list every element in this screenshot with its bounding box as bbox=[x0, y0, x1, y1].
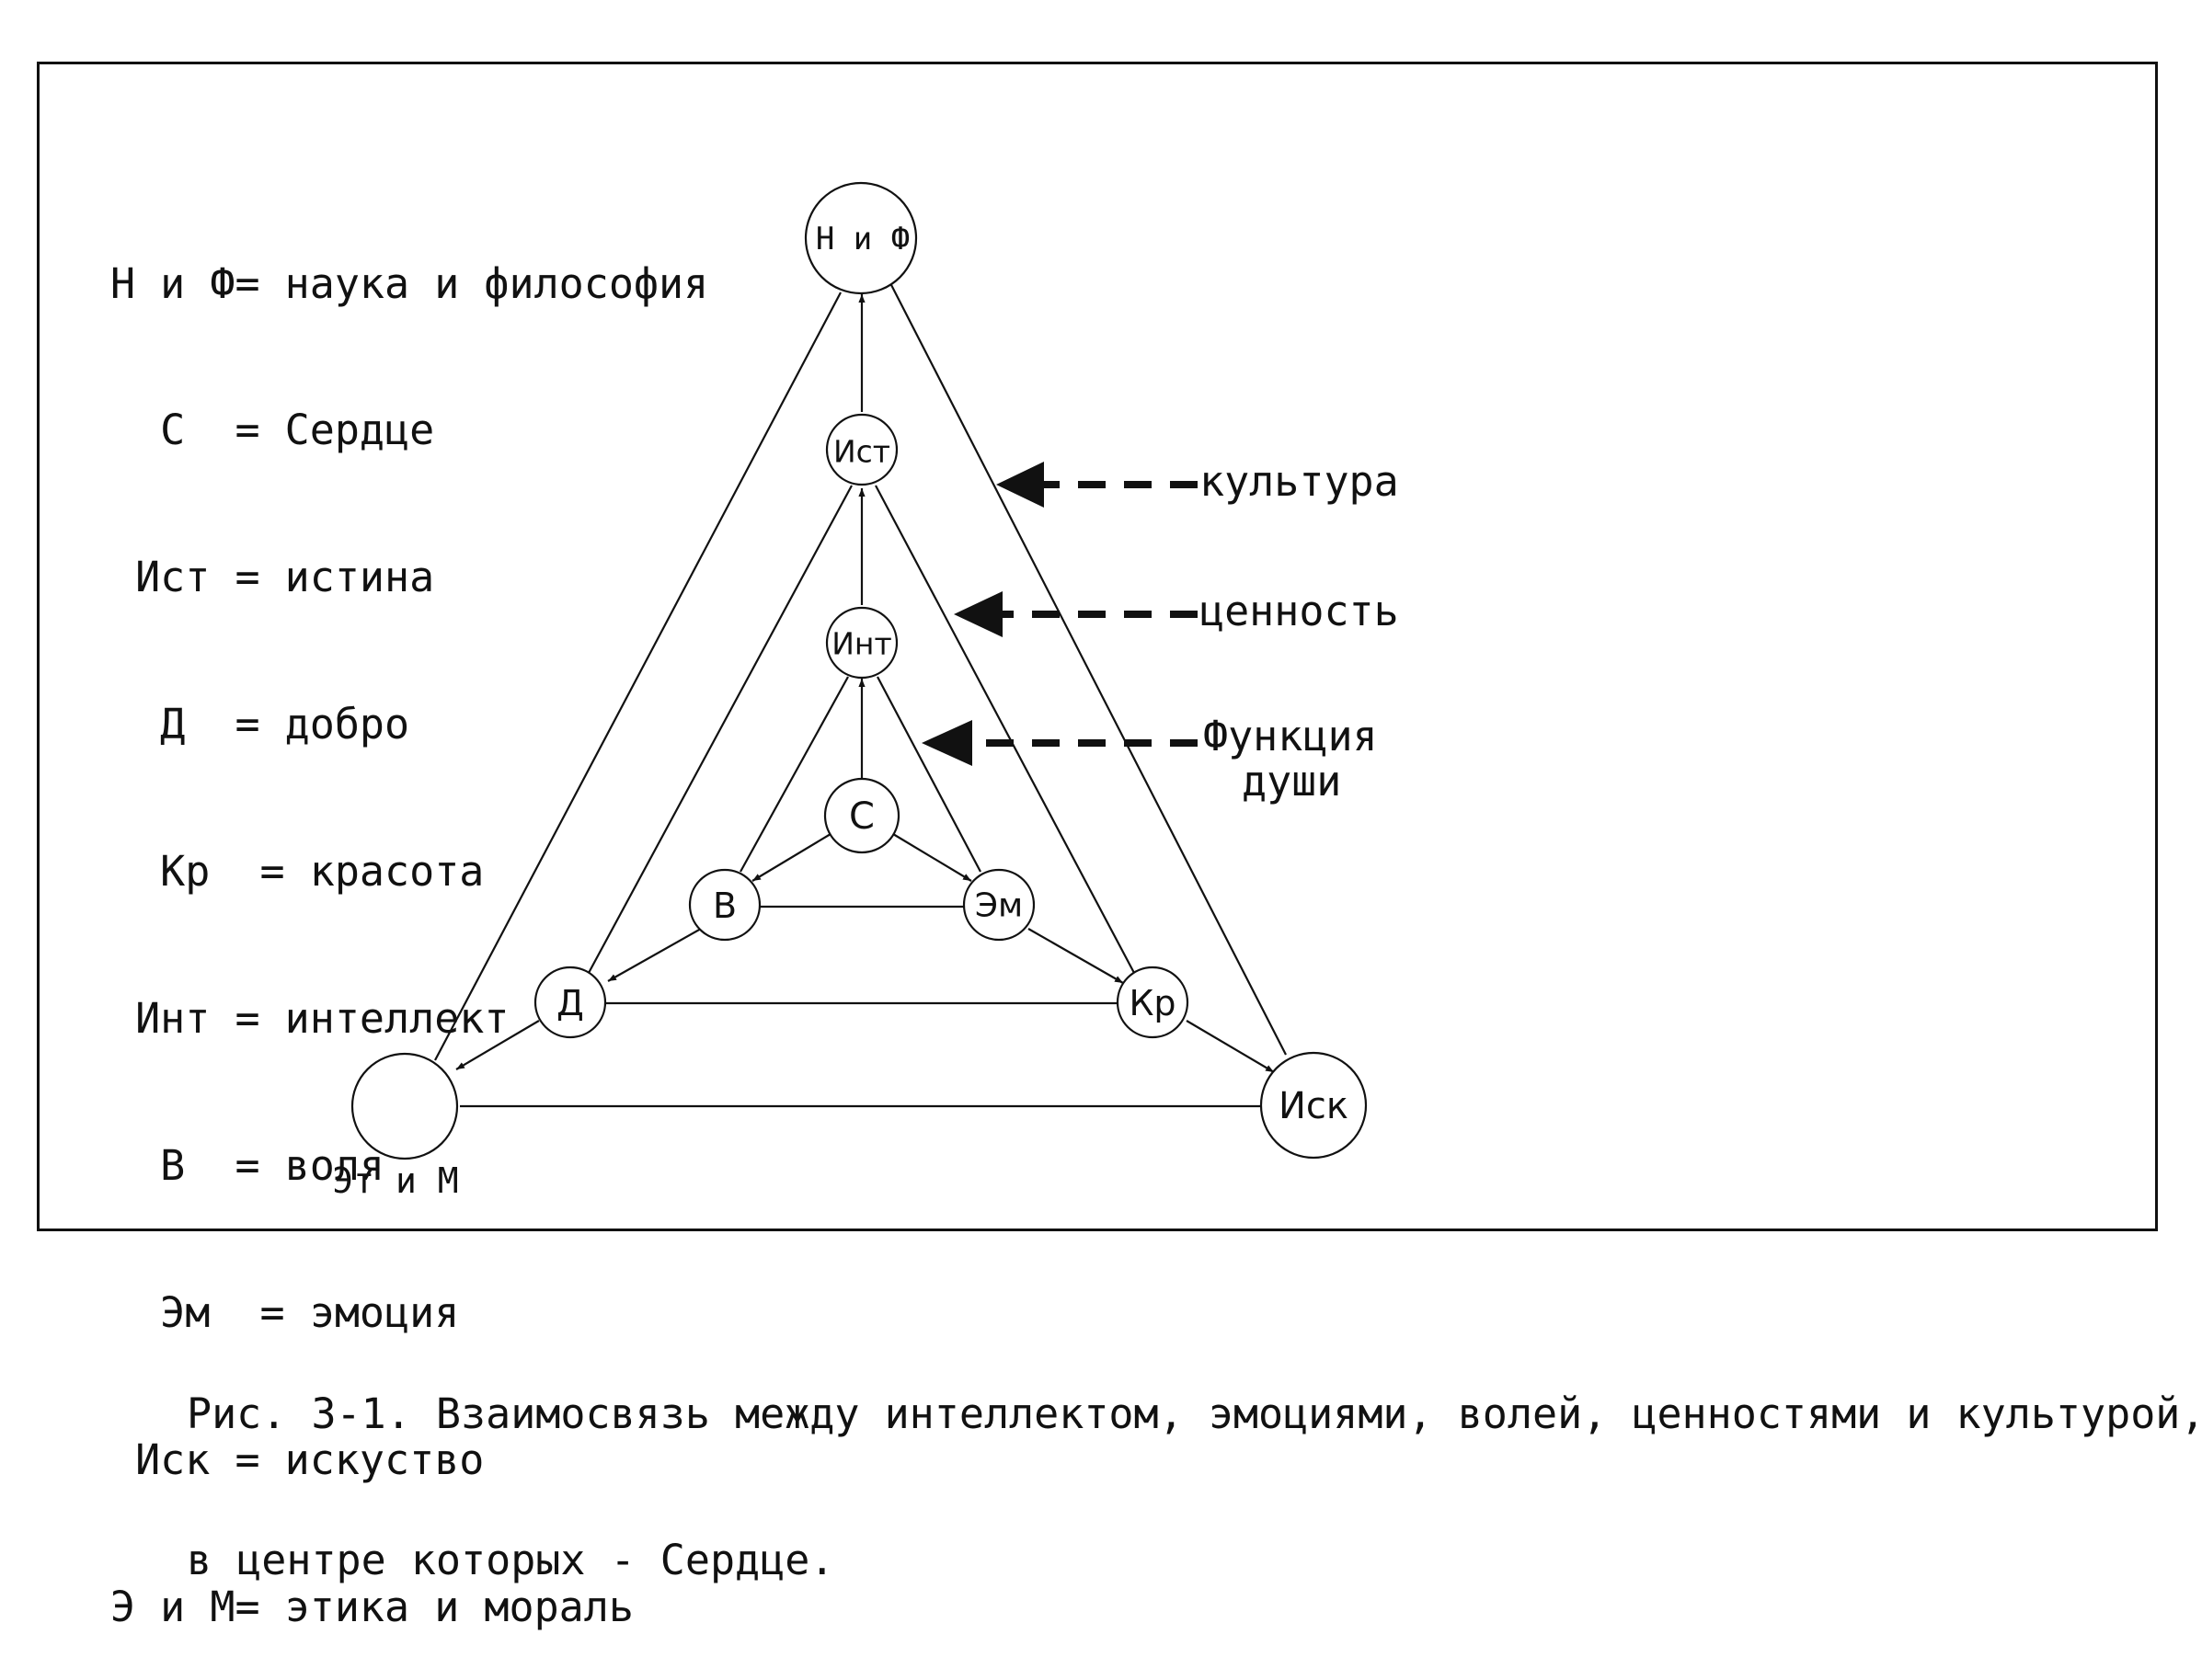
pointer-head-funkciya bbox=[922, 720, 972, 766]
arrow-s-em bbox=[892, 833, 972, 882]
legend-row-kr: Кр = красота bbox=[110, 847, 485, 897]
pointer-label-funkciya-2: души bbox=[1242, 757, 1341, 806]
node-label-s: С bbox=[849, 795, 875, 838]
node-s bbox=[823, 777, 900, 854]
node-label-isk: Иск bbox=[1279, 1085, 1348, 1127]
edge-nif-etim bbox=[434, 291, 842, 1061]
caption-line-1: Рис. 3-1. Взаимосвязь между интеллектом,… bbox=[187, 1389, 2202, 1438]
legend-row-v: В = воля bbox=[110, 1140, 385, 1190]
node-em bbox=[962, 868, 1036, 942]
arrow-kr-isk bbox=[1186, 1020, 1275, 1073]
legend-row-s: С = Сердце bbox=[110, 406, 435, 455]
figure-frame bbox=[37, 62, 2158, 1231]
edge-ist-d bbox=[588, 485, 853, 974]
node-label-ist: Ист bbox=[833, 434, 890, 470]
node-etim bbox=[350, 1052, 459, 1160]
node-label-nif: Н и Ф bbox=[816, 221, 910, 257]
node-label-etim: Эт и М bbox=[332, 1160, 458, 1201]
legend-row-em: Эм = эмоция bbox=[110, 1287, 460, 1337]
node-v bbox=[688, 868, 762, 942]
legend-row-int: Инт = интеллект bbox=[110, 994, 510, 1044]
edge-nif-isk bbox=[888, 279, 1287, 1056]
node-label-kr: Кр bbox=[1129, 983, 1176, 1023]
node-isk bbox=[1259, 1051, 1368, 1160]
node-nif bbox=[804, 181, 918, 295]
edge-int-em bbox=[877, 676, 981, 873]
node-kr bbox=[1116, 966, 1189, 1039]
arrow-s-v bbox=[751, 833, 831, 882]
arrow-d-etim bbox=[455, 1020, 540, 1070]
edge-ist-kr bbox=[875, 485, 1135, 974]
legend-row-d: Д = добро bbox=[110, 700, 410, 749]
node-int bbox=[825, 606, 899, 680]
node-label-d: Д bbox=[556, 983, 584, 1023]
arrow-em-kr bbox=[1027, 928, 1124, 984]
figure-caption: Рис. 3-1. Взаимосвязь между интеллектом,… bbox=[187, 1292, 2202, 1633]
node-label-v: В bbox=[713, 886, 737, 926]
legend-row-ist: Ист = истина bbox=[110, 553, 435, 602]
node-d bbox=[533, 966, 607, 1039]
pointer-label-kultura: культура bbox=[1199, 457, 1399, 506]
arrow-v-d bbox=[607, 928, 702, 982]
node-label-em: Эм bbox=[975, 887, 1023, 925]
pointer-label-funkciya-1: Функция bbox=[1203, 712, 1378, 760]
triangle-diagram: Н и Ф Ист Инт С В Эм Д Кр Иск Эт и М кул… bbox=[332, 181, 1399, 1201]
pointer-label-cennost: ценность bbox=[1199, 587, 1399, 635]
node-ist bbox=[825, 413, 899, 486]
pointer-head-kultura bbox=[996, 462, 1044, 508]
edge-int-v bbox=[740, 676, 849, 873]
legend-row-nif: Н и Ф= наука и философия bbox=[110, 258, 709, 308]
pointer-head-cennost bbox=[954, 591, 1003, 637]
node-label-int: Инт bbox=[831, 626, 891, 662]
caption-line-2: в центре которых - Сердце. bbox=[187, 1536, 835, 1584]
